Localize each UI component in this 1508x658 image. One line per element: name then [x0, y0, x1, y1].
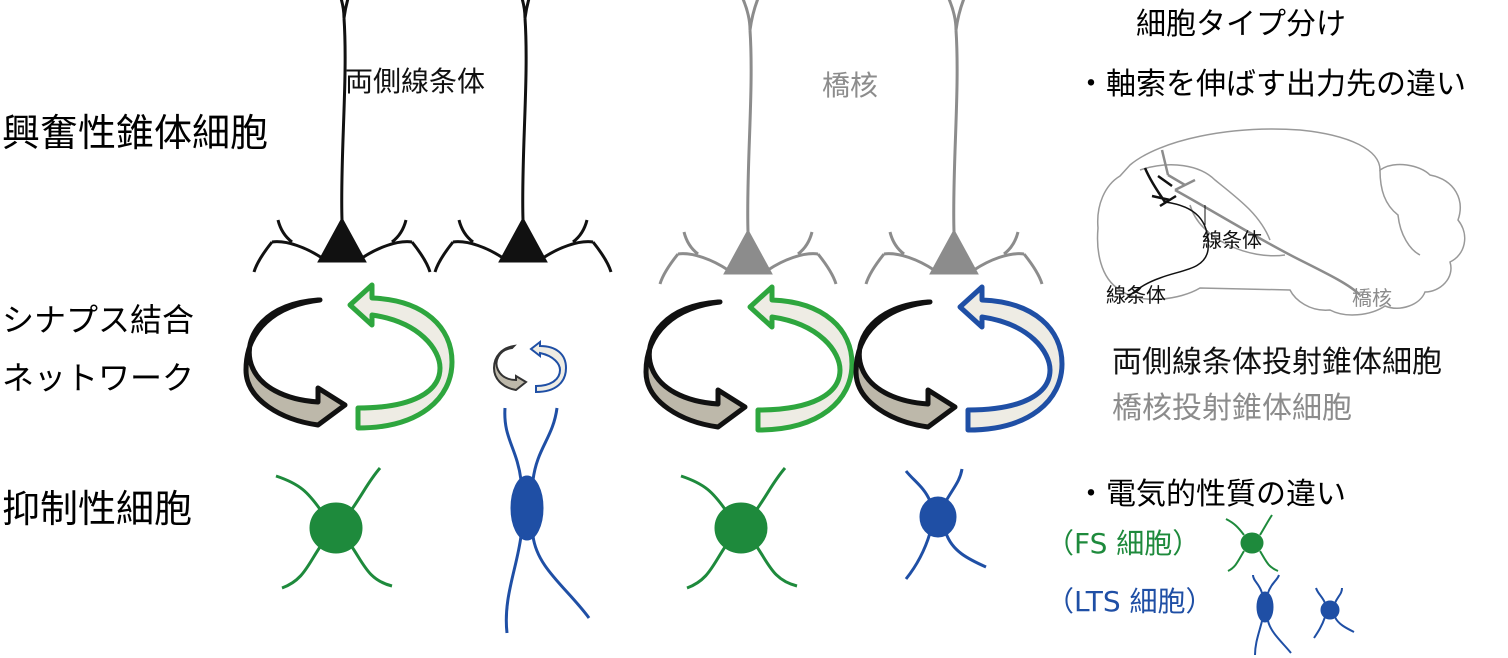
arrow-black-1	[243, 297, 348, 428]
connection-arrows-2-small	[492, 339, 568, 394]
fs-cell-icon	[1225, 514, 1279, 572]
connection-arrows-4	[853, 284, 1065, 433]
label-network: ネットワーク	[2, 359, 195, 397]
inhibitory-cell-green-1	[274, 466, 394, 590]
arrow-green-3	[747, 284, 855, 433]
label-excitatory-pyramidal: 興奮性錐体細胞	[2, 111, 269, 155]
arrow-blue-4	[957, 284, 1065, 433]
brain-label-striatum-upper: 線条体	[1202, 228, 1262, 252]
arrow-blue-small	[529, 339, 568, 394]
brain-label-pons: 橋核	[1352, 286, 1392, 310]
pyramidal-neuron-black-2	[433, 0, 613, 274]
label-lts-cell: （LTS 細胞）	[1046, 585, 1214, 618]
inhibitory-cell-blue-1	[503, 406, 591, 635]
pyramidal-neuron-black-1	[252, 0, 432, 274]
pyramidal-neuron-gray-1	[658, 0, 838, 286]
label-cell-type-classification: 細胞タイプ分け	[1136, 7, 1346, 42]
lts-cell-icon-round	[1313, 587, 1355, 639]
label-target-bilateral-striatum: 両側線条体	[345, 65, 486, 98]
label-axon-target-difference: ・軸索を伸ばす出力先の違い	[1076, 67, 1466, 102]
connection-arrows-1	[243, 282, 455, 431]
pyramidal-neuron-gray-2	[864, 0, 1044, 286]
label-bilateral-striatum-projection-cell: 両側線条体投射錐体細胞	[1112, 345, 1442, 380]
inhibitory-cell-green-2	[679, 466, 799, 590]
arrow-green-1	[347, 282, 455, 431]
brain-label-striatum-lower: 線条体	[1106, 283, 1166, 307]
label-fs-cell: （FS 細胞）	[1046, 527, 1201, 560]
arrow-black-small	[492, 344, 528, 392]
arrow-black-4	[853, 299, 958, 430]
connection-arrows-3	[643, 284, 855, 433]
label-electrical-property-difference: ・電気的性質の違い	[1076, 477, 1346, 512]
lts-cell-icon-bipolar	[1252, 574, 1292, 656]
brain-projection-black	[1124, 167, 1209, 301]
label-synaptic-connection: シナプス結合	[2, 301, 195, 339]
label-inhibitory: 抑制性細胞	[2, 487, 193, 531]
label-target-pons: 橋核	[822, 69, 879, 102]
label-pons-projection-cell: 橋核投射錐体細胞	[1112, 391, 1352, 426]
brain-projection-gray	[1160, 149, 1361, 296]
inhibitory-cell-blue-2	[904, 468, 987, 580]
arrow-black-3	[643, 299, 748, 430]
